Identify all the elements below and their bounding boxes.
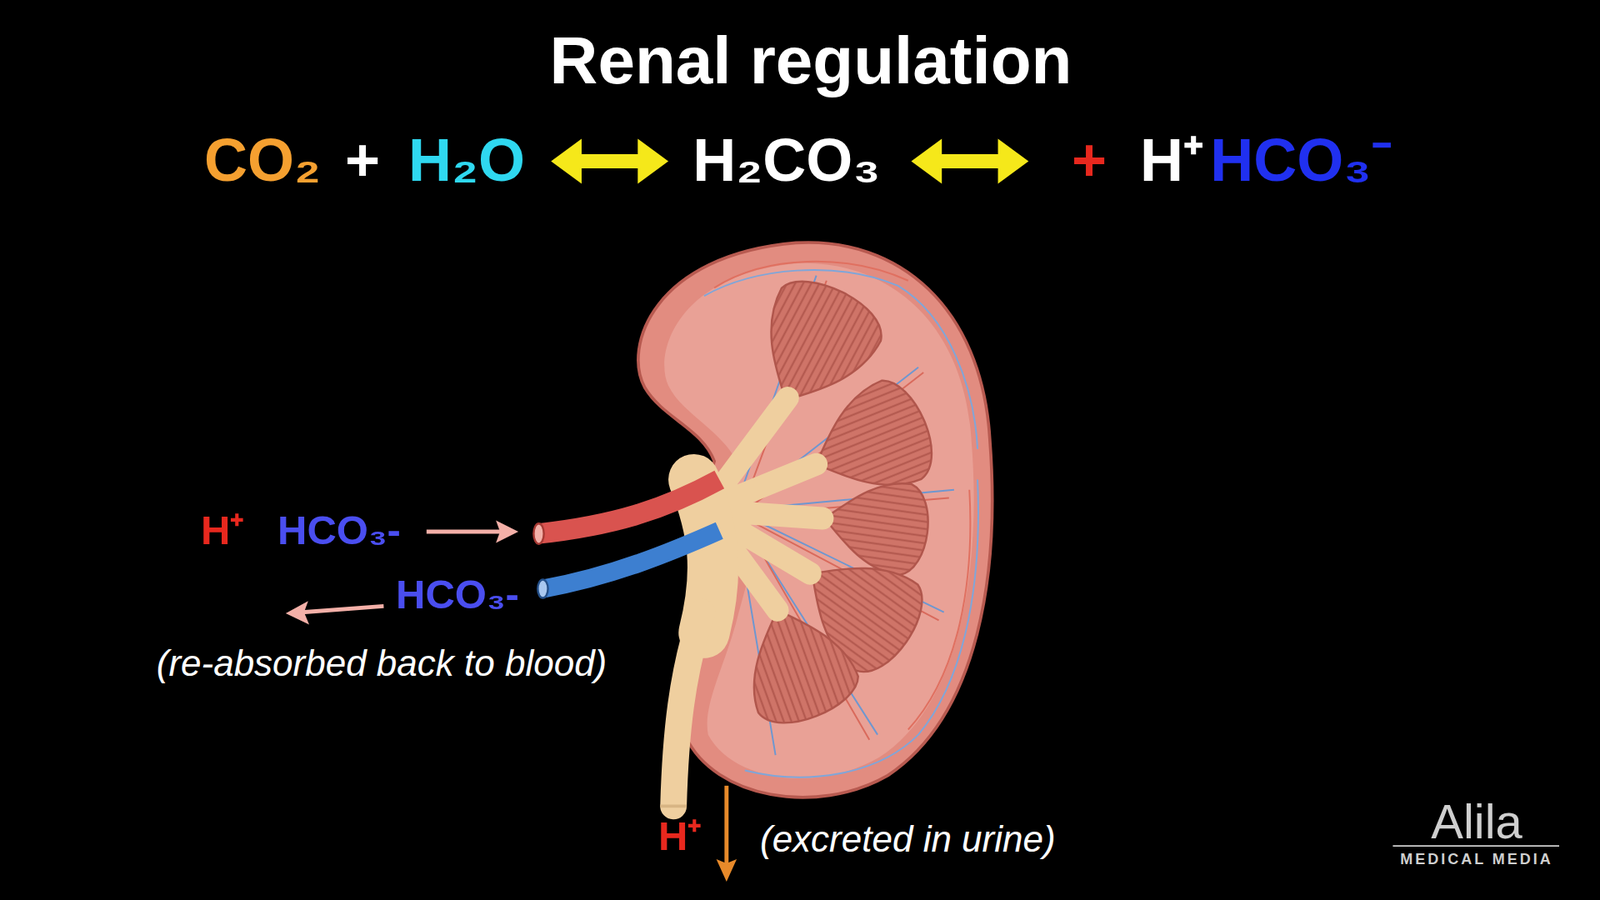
formula-term: H₂CO₃ [692, 127, 880, 194]
ion-label: H⁺ [200, 508, 245, 554]
medullary-pyramids [727, 265, 945, 735]
formula-term: H₂O [408, 127, 525, 194]
equilibrium-arrow [550, 139, 669, 185]
plus-sign: H⁺ [1140, 127, 1204, 194]
ureter-end [660, 805, 687, 809]
watermark: MEDICAL MEDIA [1400, 851, 1554, 869]
kidney-cortex [664, 263, 974, 779]
renal-artery [539, 480, 720, 535]
ion-label: HCO₃- [395, 572, 520, 618]
vein-opening [537, 580, 548, 599]
watermark: Alila [1430, 795, 1523, 849]
cortex-vessels [704, 261, 979, 778]
formula-term: HCO₃⁻ [1210, 127, 1391, 194]
ion-label: HCO₃- [277, 508, 401, 554]
plus-sign: + [345, 127, 380, 194]
flow-arrows [285, 520, 737, 881]
ion-label: H⁺ [658, 814, 702, 860]
title: Renal regulation [550, 24, 1073, 98]
formula-term: + [1071, 127, 1107, 194]
note: (re-absorbed back to blood) [156, 643, 608, 684]
equilibrium-arrow [910, 139, 1029, 185]
artery-opening [533, 523, 544, 544]
renal-pelvis [673, 398, 823, 807]
renal-vein [542, 530, 720, 590]
formula-term: CO₂ [204, 127, 321, 194]
note: (excreted in urine) [760, 819, 1056, 860]
